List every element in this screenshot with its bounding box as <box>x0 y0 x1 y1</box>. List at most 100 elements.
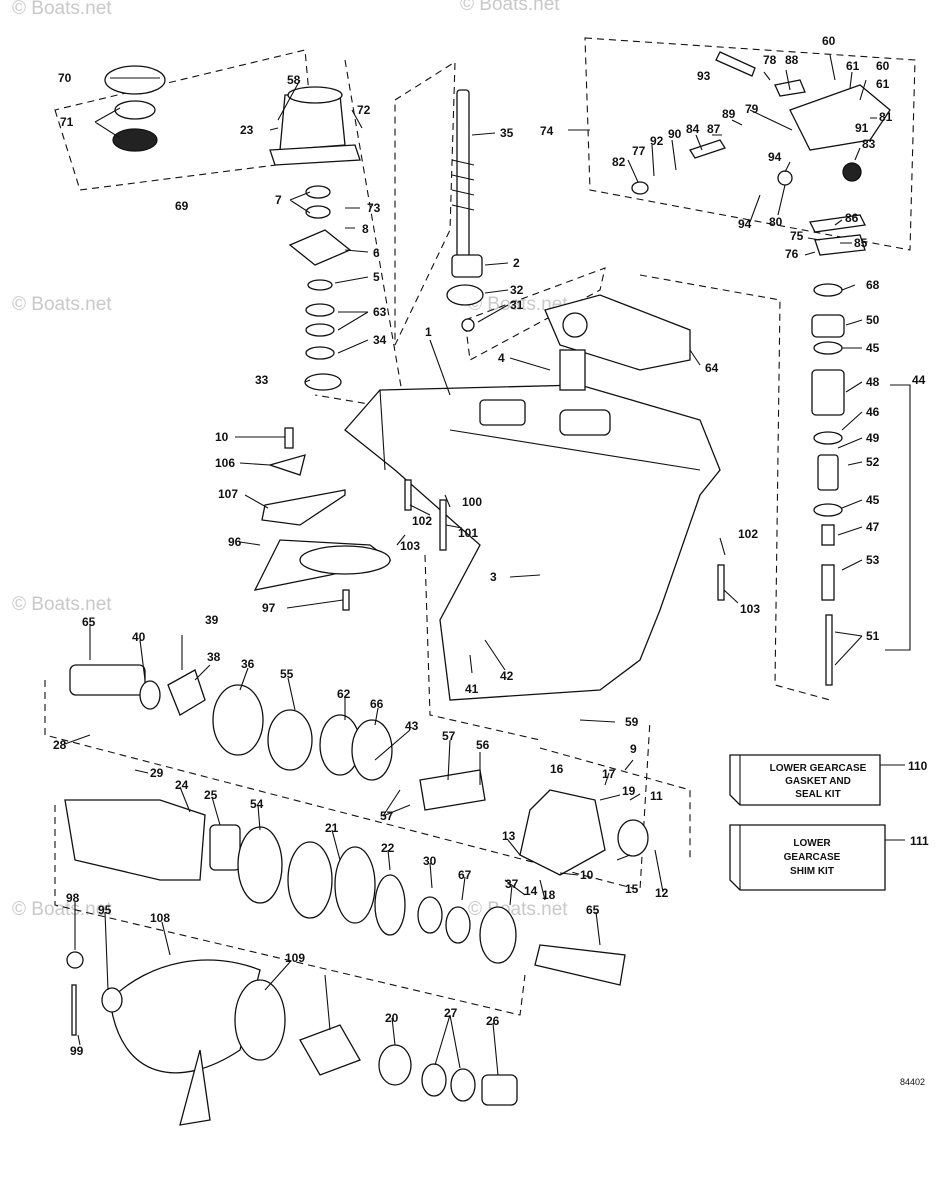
callout-30: 30 <box>423 854 437 868</box>
callout-15: 15 <box>625 882 639 896</box>
callout-85: 85 <box>854 236 868 250</box>
callout-28: 28 <box>53 738 67 752</box>
callout-57: 57 <box>442 729 456 743</box>
callout-98: 98 <box>66 891 80 905</box>
watermark-center-3: © Boats.net <box>468 899 568 920</box>
gearcase-housing <box>344 384 721 701</box>
callout-47: 47 <box>866 520 880 534</box>
callout-36: 36 <box>241 657 255 671</box>
propeller-107 <box>109 959 261 1074</box>
callout-92: 92 <box>650 134 664 148</box>
callout-53: 53 <box>866 553 880 567</box>
callout-72: 72 <box>357 103 371 117</box>
callout-29: 29 <box>150 766 164 780</box>
callout-20: 20 <box>385 1011 399 1025</box>
bearing-2 <box>451 254 483 278</box>
kit-111-line-1: LOWER <box>793 838 831 849</box>
callout-61b: 61 <box>876 77 890 91</box>
callout-105: 106 <box>215 456 235 470</box>
callout-26: 26 <box>486 1014 500 1028</box>
callout-87: 87 <box>707 122 721 136</box>
part-65-upper <box>69 664 146 696</box>
callout-21: 21 <box>325 821 339 835</box>
callout-40: 40 <box>132 630 146 644</box>
kit-box-111: LOWER GEARCASE SHIM KIT 111 <box>729 824 929 891</box>
callout-84: 84 <box>686 122 700 136</box>
callout-25: 25 <box>204 788 218 802</box>
callout-97: 97 <box>262 601 276 615</box>
group-outlines <box>44 37 916 1016</box>
callout-107: 108 <box>150 911 170 925</box>
callout-24: 24 <box>175 778 189 792</box>
leader-lines <box>61 54 911 1076</box>
callout-71: 71 <box>60 115 74 129</box>
callout-41: 41 <box>465 682 479 696</box>
callout-69: 69 <box>175 199 189 213</box>
figure-code: 84402 <box>900 1077 925 1087</box>
callout-61: 61 <box>846 59 860 73</box>
callout-68: 68 <box>866 278 880 292</box>
callout-37: 37 <box>505 877 519 891</box>
callout-101: 101 <box>458 526 478 540</box>
callout-5: 5 <box>373 270 380 284</box>
kit-110-line-1: LOWER GEARCASE <box>770 763 867 774</box>
callout-78: 78 <box>763 53 777 67</box>
callout-106: 107 <box>218 487 238 501</box>
callout-38: 38 <box>207 650 221 664</box>
watermark-left-2: © Boats.net <box>12 594 112 615</box>
callout-90: 90 <box>668 127 682 141</box>
callout-4: 4 <box>498 351 505 365</box>
callout-33: 33 <box>255 373 269 387</box>
callout-16: 16 <box>550 762 564 776</box>
driveshaft-35 <box>456 89 470 261</box>
callout-95: 95 <box>98 903 112 917</box>
callout-39: 39 <box>205 613 219 627</box>
callout-99: 99 <box>70 1044 84 1058</box>
kit-111-line-2: GEARCASE <box>784 852 841 863</box>
callout-102: 102 <box>412 514 432 528</box>
callout-51: 51 <box>866 629 880 643</box>
callout-50: 50 <box>866 313 880 327</box>
parts <box>64 51 891 1126</box>
callout-22: 22 <box>381 841 395 855</box>
callout-65: 65 <box>82 615 96 629</box>
callout-45b: 45 <box>866 493 880 507</box>
callout-1: 1 <box>425 325 432 339</box>
callout-86: 86 <box>845 211 859 225</box>
callout-63: 63 <box>373 305 387 319</box>
callout-62: 62 <box>337 687 351 701</box>
callout-73: 73 <box>367 201 381 215</box>
kit-111-line-3: SHIM KIT <box>790 866 834 877</box>
callout-55: 55 <box>280 667 294 681</box>
callout-94b: 94 <box>738 217 752 231</box>
callout-111: 111 <box>910 834 929 848</box>
callout-57b: 57 <box>380 809 394 823</box>
callout-54: 54 <box>250 797 264 811</box>
callout-43: 43 <box>405 719 419 733</box>
watermark-top-center: © Boats.net <box>460 0 560 15</box>
callout-103b: 103 <box>740 602 760 616</box>
callout-102b: 102 <box>738 527 758 541</box>
watermark-left-1: © Boats.net <box>12 294 112 315</box>
callout-32: 32 <box>510 283 524 297</box>
callout-89: 89 <box>722 107 736 121</box>
callout-108: 109 <box>285 951 305 965</box>
callout-19: 19 <box>622 784 636 798</box>
callout-82: 82 <box>612 155 626 169</box>
callout-67: 67 <box>458 868 472 882</box>
part-4 <box>559 349 586 391</box>
callout-88: 88 <box>785 53 799 67</box>
callout-44: 44 <box>912 373 926 387</box>
callout-9: 9 <box>630 742 637 756</box>
callout-80: 80 <box>769 215 783 229</box>
callout-100: 100 <box>462 495 482 509</box>
callout-3: 3 <box>490 570 497 584</box>
callout-labels: 70 71 69 58 72 23 7 73 8 6 5 63 34 33 35… <box>53 34 926 1058</box>
callout-48: 48 <box>866 375 880 389</box>
callout-46: 46 <box>866 405 880 419</box>
callout-52: 52 <box>866 455 880 469</box>
callout-66: 66 <box>370 697 384 711</box>
callout-18: 18 <box>542 888 556 902</box>
callout-77: 77 <box>632 144 646 158</box>
